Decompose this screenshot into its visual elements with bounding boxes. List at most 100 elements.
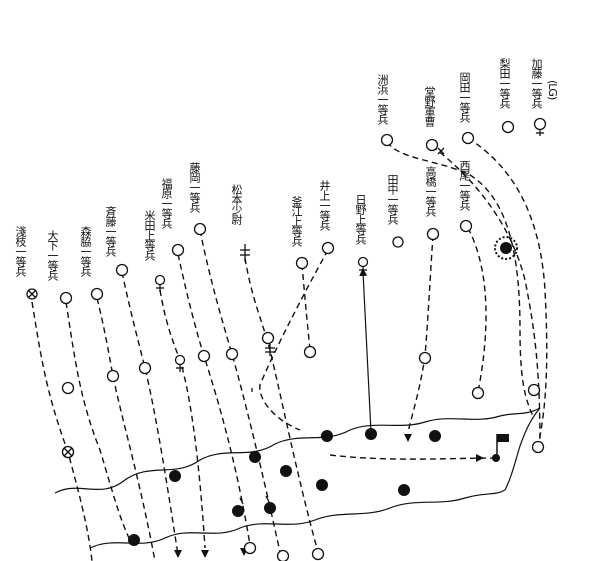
enemy-9	[232, 505, 244, 517]
path-oshita	[65, 301, 131, 541]
marker-yoneda-mid	[174, 354, 186, 372]
label-yoneda: 米田上等兵	[143, 210, 156, 260]
marker-fujioka-mid	[225, 347, 239, 361]
enemy-11	[128, 534, 140, 546]
label-kato-note: (LG)	[546, 80, 559, 100]
marker-asano-killed	[61, 445, 75, 459]
marker-fujioka-start	[193, 222, 207, 236]
marker-nashida-start	[501, 120, 515, 134]
label-oshita: 大下一等兵	[46, 230, 59, 280]
label-saito: 斉藤一等兵	[104, 206, 117, 256]
marker-oshita-start	[59, 291, 73, 305]
label-okada: 岡田一等兵	[458, 72, 471, 122]
marker-kato-lg	[536, 129, 544, 136]
path-nishio	[467, 227, 487, 393]
marker-bottom-1	[276, 549, 290, 561]
enemy-7	[316, 479, 328, 491]
label-nashida: 梨田一等兵	[498, 58, 511, 108]
misc-marks	[239, 147, 445, 505]
killed-markers	[26, 288, 75, 459]
path-morishita	[96, 297, 156, 561]
label-kamae: 釜江上等兵	[290, 196, 303, 246]
flag-icon	[496, 434, 509, 458]
path-asano	[31, 301, 93, 561]
marker-inoue-start	[321, 241, 335, 255]
path-suhama	[386, 141, 535, 419]
marker-donno-start	[425, 138, 439, 152]
enemy-12	[492, 454, 500, 462]
marker-suhama-mid	[527, 383, 541, 397]
marker-asano-start	[26, 288, 38, 300]
label-takahashi: 高橋一等兵	[424, 166, 437, 216]
label-asano: 淺枝一等兵	[14, 226, 27, 276]
marker-kato-start	[533, 117, 547, 131]
label-nishio: 西尾一等兵	[458, 160, 471, 210]
marker-bottom-2	[311, 547, 325, 561]
marker-matsumoto-start	[240, 244, 250, 262]
label-suhama: 洲浜一等兵	[376, 74, 389, 124]
marker-saito-mid	[138, 361, 152, 375]
label-kato: 加藤一等兵	[530, 58, 543, 108]
marker-takahashi-mid	[418, 351, 432, 365]
officer-markers	[240, 244, 275, 356]
marker-saito-start	[115, 263, 129, 277]
marker-nishio-start	[459, 219, 473, 233]
label-matsumoto: 松本少尉	[230, 184, 243, 224]
arrow-takahashi	[404, 434, 412, 442]
label-fujioka: 藤岡一等兵	[188, 162, 201, 212]
marker-matsumoto-mid	[261, 331, 275, 356]
enemy-bunker	[500, 242, 512, 254]
label-fukuhara: 福原一等兵	[160, 178, 173, 228]
path-matsumoto	[244, 257, 319, 553]
marker-matsumoto-end	[243, 541, 257, 555]
band-upper-edge	[54, 407, 541, 494]
path-inoue	[259, 249, 329, 431]
marker-suhama-start	[380, 133, 394, 147]
label-morishita: 森脇一等兵	[79, 226, 92, 276]
path-regroup	[329, 454, 497, 460]
enemy-positions	[128, 242, 512, 546]
cross-donno-b	[437, 147, 445, 155]
marker-hino-start	[357, 256, 369, 274]
enemy-10	[264, 502, 276, 514]
marker-nishio-mid	[471, 386, 485, 400]
marker-takahashi-start	[426, 227, 440, 241]
wounded-markers	[154, 129, 544, 372]
enemy-6	[169, 470, 181, 482]
path-yoneda	[159, 289, 206, 549]
marker-morishita-mid	[106, 369, 120, 383]
bunker-burst	[494, 236, 518, 260]
marker-oshita-end	[61, 381, 75, 395]
marker-kamae-mid	[303, 345, 317, 359]
label-donno: 堂野軍曹	[423, 86, 436, 126]
path-okada	[467, 137, 548, 447]
marker-okada-start	[461, 131, 475, 145]
path-saito	[121, 271, 179, 556]
path-arrows	[174, 434, 484, 558]
label-hino: 日野上等兵	[354, 194, 367, 244]
arrow-saito	[174, 550, 182, 558]
tick-2	[265, 495, 270, 503]
band-lower-edge	[89, 489, 506, 549]
arrow-yoneda	[201, 550, 209, 558]
label-tanaka: 田中一等兵	[386, 174, 399, 224]
path-kamae	[301, 263, 311, 351]
marker-yoneda-start	[154, 274, 166, 292]
marker-tanaka-start	[392, 236, 404, 248]
enemy-3	[429, 430, 441, 442]
marker-okada-end	[531, 440, 545, 454]
marker-fukuhara-start	[171, 243, 185, 257]
enemy-2	[365, 428, 377, 440]
band-right-end	[504, 407, 541, 491]
enemy-4	[249, 451, 261, 463]
tick-1	[239, 497, 244, 505]
arrow-regroup	[476, 454, 484, 462]
marker-kamae-start	[295, 256, 309, 270]
enemy-1	[321, 430, 333, 442]
path-takahashi	[407, 234, 434, 433]
enemy-5	[280, 465, 292, 477]
marker-morishita-start	[90, 287, 104, 301]
path-hino	[359, 268, 372, 433]
marker-fukuhara-mid	[197, 349, 211, 363]
